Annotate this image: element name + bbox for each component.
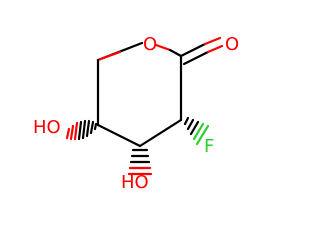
bond-c4-c5 — [96, 123, 142, 148]
bond-o1-c2-right — [168, 48, 183, 58]
carbonyl-bond-2-red — [206, 44, 224, 54]
structure-canvas: O O F HO HO — [33, 34, 239, 193]
bond-o1-c2-left — [154, 43, 172, 52]
hydroxyl-left-label: HO — [33, 117, 61, 138]
fluorine-label: F — [204, 136, 214, 157]
carbonyl-oxygen-label: O — [225, 34, 239, 55]
bond-c3-c4 — [138, 118, 183, 148]
molecule-diagram: O O F HO HO — [33, 34, 240, 193]
hashed-wedge-c3-f — [183, 116, 210, 146]
hashed-wedge-c4-oh — [127, 148, 153, 176]
ring-oxygen-label: O — [143, 34, 157, 55]
hydroxyl-bottom-label: HO — [121, 172, 149, 193]
carbonyl-bond-2 — [182, 50, 210, 66]
carbonyl-bond-1-red — [203, 36, 222, 46]
hashed-wedge-c5-oh — [65, 119, 100, 141]
carbonyl-bond-1 — [179, 42, 207, 58]
bond-c6-o1-red — [96, 50, 122, 62]
